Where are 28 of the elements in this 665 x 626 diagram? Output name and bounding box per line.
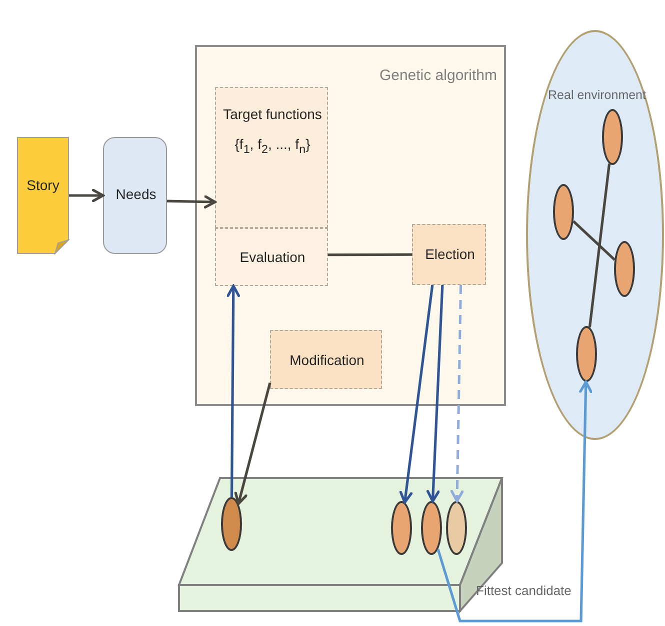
- node-label: Target functions: [222, 106, 323, 123]
- arrow: [166, 195, 216, 209]
- process-box: [270, 330, 382, 389]
- connector-line: [328, 253, 412, 256]
- node-label: Story: [26, 177, 60, 194]
- node-label: Evaluation: [238, 249, 306, 266]
- arrow: [399, 284, 434, 504]
- heading: Fittest candidate: [476, 583, 572, 599]
- candidate-ellipse: [576, 326, 597, 382]
- arrow: [436, 380, 592, 622]
- heading: Genetic algorithm: [378, 67, 497, 85]
- arrow: [426, 284, 444, 502]
- container-box: [195, 45, 506, 406]
- arrow: [226, 284, 240, 498]
- arrow: [450, 284, 464, 502]
- process-box: [103, 137, 167, 254]
- candidate-ellipse: [602, 109, 623, 165]
- node-label: Election: [424, 246, 476, 263]
- arrow: [234, 382, 272, 506]
- process-box: [215, 228, 328, 286]
- node-label: Modification: [288, 352, 366, 369]
- process-box: [215, 87, 328, 228]
- node-label: Needs: [114, 186, 158, 203]
- node-label: {f$_{1}$, f$_{2}$, ..., f$_{n}$}: [234, 136, 312, 157]
- arrow: [69, 188, 104, 202]
- process-box: [412, 224, 486, 285]
- connector-line: [588, 164, 611, 328]
- connector-line: [572, 220, 616, 261]
